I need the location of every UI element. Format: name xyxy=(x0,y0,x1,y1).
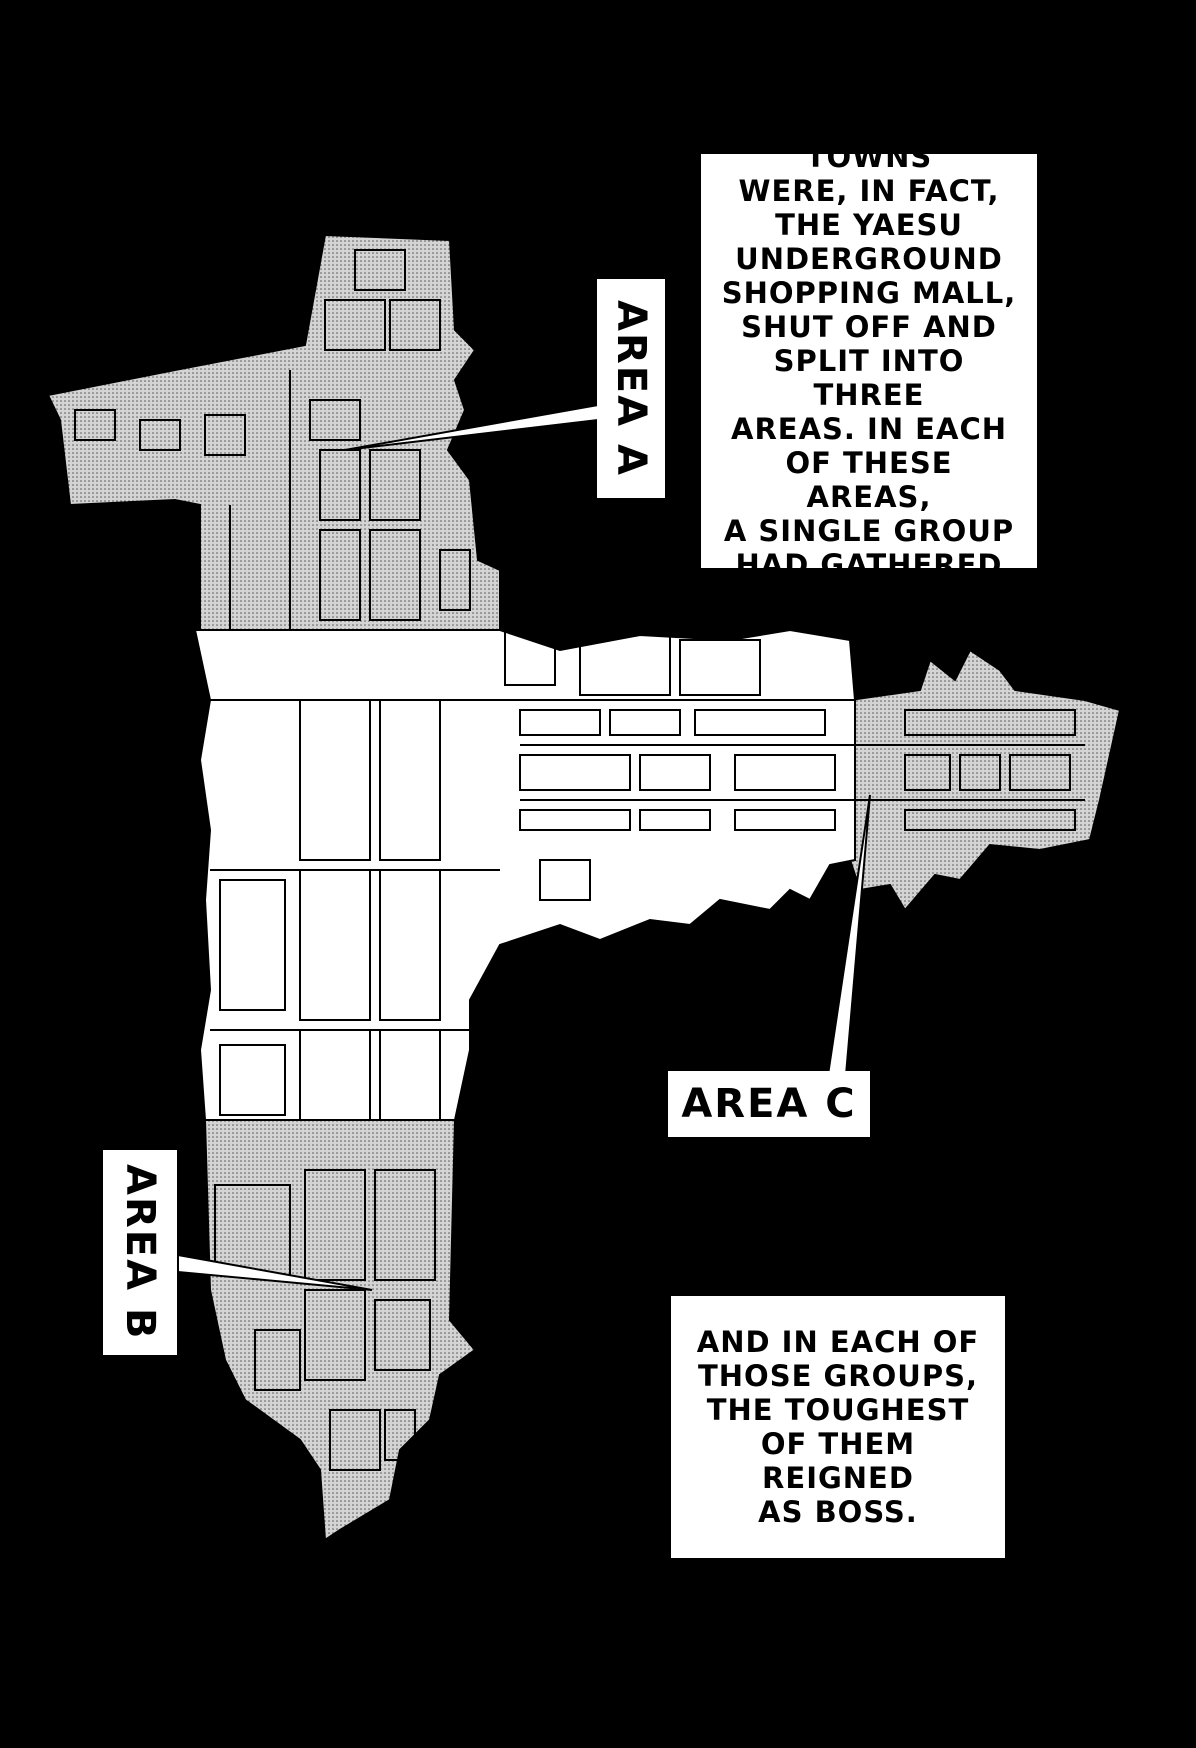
corridor-lines xyxy=(210,629,855,1121)
central-white-region xyxy=(193,628,856,1121)
area-a-label: AREA A xyxy=(597,279,665,498)
area-a-details xyxy=(74,249,471,630)
narration-box-top: THE HELL TOWNS WERE, IN FACT, THE YAESU … xyxy=(701,106,1037,616)
area-c-region xyxy=(849,648,1122,912)
area-c-label: AREA C xyxy=(668,1071,870,1137)
area-b-label: AREA B xyxy=(103,1150,177,1355)
area-c-details xyxy=(855,709,1085,831)
area-b-region xyxy=(203,1119,477,1542)
narration-box-bottom: AND IN EACH OF THOSE GROUPS, THE TOUGHES… xyxy=(671,1296,1005,1558)
